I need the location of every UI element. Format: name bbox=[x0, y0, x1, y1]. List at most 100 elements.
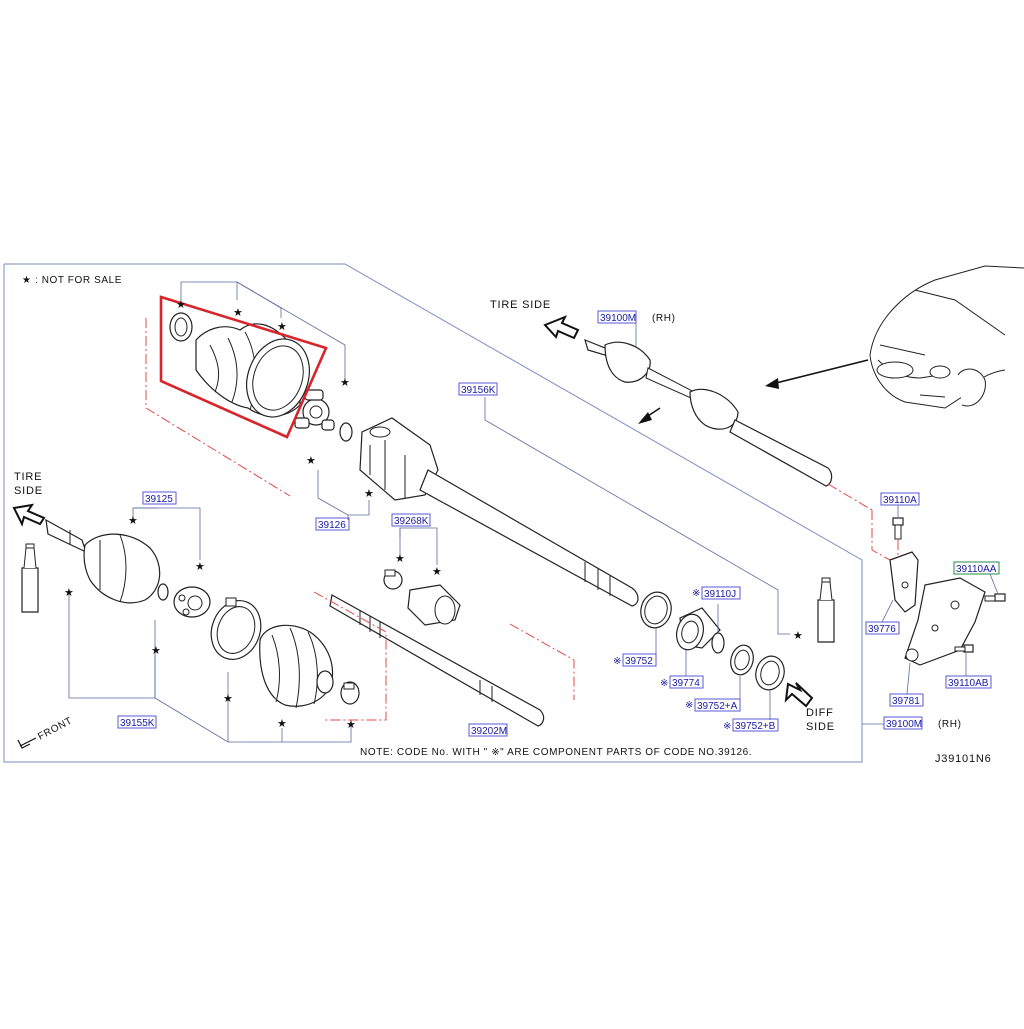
star-3: ★ bbox=[277, 321, 287, 333]
mark-39752A: ※ bbox=[685, 700, 693, 711]
star-10: ★ bbox=[151, 645, 161, 657]
svg-text:39202M: 39202M bbox=[471, 726, 507, 737]
seal-39752A bbox=[730, 644, 754, 676]
svg-text:39752+B: 39752+B bbox=[735, 721, 776, 732]
label-39110J[interactable]: ※ 39110J bbox=[692, 586, 741, 600]
svg-text:39752: 39752 bbox=[625, 656, 653, 667]
label-39110A[interactable]: 39110A bbox=[880, 492, 920, 506]
label-39125[interactable]: 39125 bbox=[142, 491, 177, 505]
svg-text:39100M: 39100M bbox=[886, 719, 922, 730]
star-9: ★ bbox=[64, 587, 74, 599]
label-39781[interactable]: 39781 bbox=[889, 693, 924, 707]
boot-clamp-large bbox=[246, 338, 310, 418]
label-39110AA[interactable]: 39110AA bbox=[953, 561, 1000, 575]
svg-text:39781: 39781 bbox=[892, 696, 920, 707]
tire-side-left-1: TIRE bbox=[14, 471, 42, 483]
label-39110AB[interactable]: 39110AB bbox=[945, 675, 992, 689]
mark-39774: ※ bbox=[660, 678, 668, 689]
star-16: ★ bbox=[793, 630, 803, 642]
diff-side-2: SIDE bbox=[806, 721, 835, 733]
diagram-code: J39101N6 bbox=[935, 753, 992, 765]
label-39100M-top[interactable]: 39100M bbox=[597, 310, 637, 324]
label-39100M-bottom[interactable]: 39100M bbox=[883, 716, 923, 730]
label-39774[interactable]: ※ 39774 bbox=[660, 675, 704, 689]
tripod-joint bbox=[294, 389, 335, 431]
tire-side-top-label: TIRE SIDE bbox=[490, 299, 551, 311]
svg-text:39110A: 39110A bbox=[883, 495, 917, 506]
mark-39752: ※ bbox=[613, 656, 621, 667]
phantom-line-right-mid bbox=[509, 623, 575, 700]
snap-ring-left bbox=[157, 583, 169, 601]
bearing-39774 bbox=[676, 607, 721, 651]
star-6: ★ bbox=[364, 488, 374, 500]
svg-text:39125: 39125 bbox=[145, 494, 173, 505]
leader-39125 bbox=[132, 507, 201, 560]
label-39268K[interactable]: 39268K bbox=[391, 513, 431, 527]
star-7: ★ bbox=[128, 515, 138, 527]
bolt-39110A bbox=[892, 517, 904, 540]
svg-text:39776: 39776 bbox=[868, 624, 896, 635]
intermediate-shaft bbox=[329, 594, 545, 727]
component-note: NOTE: CODE No. WITH " ※" ARE COMPONENT P… bbox=[360, 747, 752, 758]
grease-tube-left bbox=[21, 543, 39, 613]
svg-text:39110AA: 39110AA bbox=[956, 564, 997, 575]
leader-bottom-group bbox=[154, 697, 352, 743]
rh-bottom: (RH) bbox=[938, 719, 962, 730]
axle-assembly-mini bbox=[584, 338, 873, 511]
leader-39155K bbox=[68, 592, 156, 699]
damper-band bbox=[383, 569, 403, 590]
phantom-line-right bbox=[871, 510, 891, 561]
label-39156K[interactable]: 39156K bbox=[458, 382, 498, 396]
label-39752B[interactable]: ※ 39752+B bbox=[723, 718, 779, 732]
diff-side-1: DIFF bbox=[806, 707, 834, 719]
boot-clamp-small bbox=[169, 312, 193, 342]
star-5: ★ bbox=[306, 455, 316, 467]
star-11: ★ bbox=[223, 693, 233, 705]
mark-39110J: ※ bbox=[692, 588, 700, 599]
label-39155K[interactable]: 39155K bbox=[117, 715, 157, 729]
leader-39156K bbox=[484, 397, 641, 511]
phantom-line-middle bbox=[313, 591, 387, 721]
bolt-39110AA bbox=[984, 593, 1006, 602]
svg-text:39752+A: 39752+A bbox=[697, 701, 738, 712]
tire-side-top-arrow bbox=[543, 315, 580, 340]
snap-ring-39110J bbox=[711, 632, 725, 654]
star-13: ★ bbox=[346, 719, 356, 731]
svg-text:39110AB: 39110AB bbox=[948, 678, 989, 689]
svg-text:39774: 39774 bbox=[672, 678, 700, 689]
grease-tube-right bbox=[817, 577, 835, 643]
svg-text:39110J: 39110J bbox=[704, 589, 736, 600]
diagram-frame bbox=[3, 263, 863, 763]
star-15: ★ bbox=[432, 566, 442, 578]
front-label: FRONT bbox=[36, 715, 74, 742]
snap-ring-upper bbox=[339, 422, 353, 442]
drive-shaft-upper bbox=[419, 469, 639, 607]
car-outline bbox=[869, 265, 1024, 409]
outer-joint bbox=[45, 518, 161, 604]
tire-side-left-arrow bbox=[12, 503, 46, 527]
label-39752A[interactable]: ※ 39752+A bbox=[685, 698, 741, 712]
dynamic-damper bbox=[407, 584, 461, 626]
star-1: ★ bbox=[176, 299, 186, 311]
label-39126[interactable]: 39126 bbox=[315, 517, 350, 531]
label-39202M[interactable]: 39202M bbox=[468, 723, 508, 737]
rh-top: (RH) bbox=[652, 313, 676, 324]
svg-text:39156K: 39156K bbox=[461, 385, 496, 396]
boot-band-large bbox=[210, 597, 262, 660]
inner-joint-housing bbox=[359, 417, 439, 501]
label-39776[interactable]: 39776 bbox=[865, 621, 900, 635]
star-14: ★ bbox=[395, 553, 405, 565]
star-8: ★ bbox=[195, 561, 205, 573]
bracket-39776 bbox=[889, 551, 919, 613]
leader-39126 bbox=[317, 497, 370, 516]
star-12: ★ bbox=[277, 718, 287, 730]
boot-band-small bbox=[340, 681, 360, 705]
label-39752[interactable]: ※ 39752 bbox=[613, 653, 657, 667]
star-2: ★ bbox=[233, 307, 243, 319]
mark-39752B: ※ bbox=[723, 721, 731, 732]
seal-39752 bbox=[640, 591, 672, 629]
bolt-39110AB bbox=[954, 644, 974, 653]
svg-text:39126: 39126 bbox=[318, 520, 346, 531]
inner-race bbox=[173, 586, 211, 618]
